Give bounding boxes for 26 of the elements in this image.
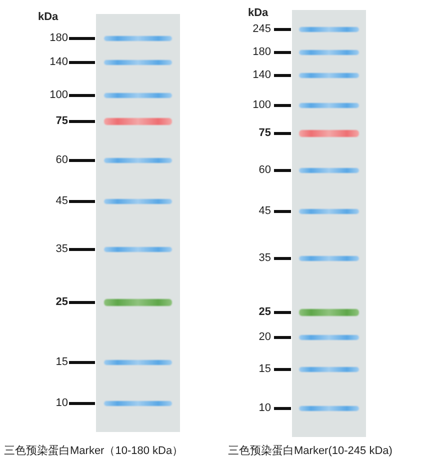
marker-size-label: 15 [258, 363, 271, 375]
caption: 三色预染蛋白Marker（10-180 kDa） [4, 445, 184, 458]
marker-size-label: 60 [258, 164, 271, 176]
marker-size-label: 100 [252, 99, 271, 111]
marker-size-label: 180 [252, 46, 271, 58]
caption: 三色预染蛋白Marker(10-245 kDa) [228, 445, 392, 458]
marker-size-label: 180 [48, 32, 68, 44]
marker-size-label: 45 [54, 195, 68, 207]
marker-size-label: 25 [258, 306, 271, 318]
marker-size-label: 20 [258, 331, 271, 343]
unit-label: kDa [38, 11, 58, 23]
marker-size-label: 10 [258, 402, 271, 414]
marker-size-label: 75 [54, 115, 68, 127]
unit-label: kDa [248, 7, 268, 19]
marker-size-label: 35 [54, 243, 68, 255]
marker-size-label: 45 [258, 205, 271, 217]
marker-size-label: 140 [252, 69, 271, 81]
marker-size-label: 60 [54, 154, 68, 166]
marker-size-label: 245 [252, 23, 271, 35]
marker-size-label: 35 [258, 252, 271, 264]
marker-size-label: 15 [54, 356, 68, 368]
marker-size-label: 140 [48, 56, 68, 68]
marker-size-label: 25 [54, 296, 68, 308]
marker-size-label: 100 [48, 89, 68, 101]
marker-size-label: 75 [258, 127, 271, 139]
marker-size-label: 10 [54, 397, 68, 409]
